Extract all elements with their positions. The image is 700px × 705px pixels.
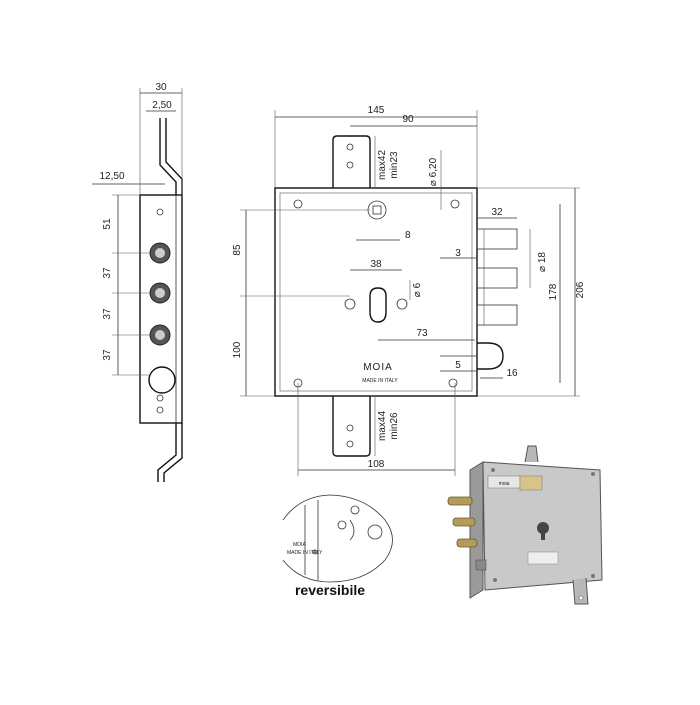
- dim-85: 85: [232, 244, 243, 256]
- dim-phi-6: ⌀ 6: [412, 282, 423, 297]
- dim-38: 38: [370, 259, 382, 270]
- side-view: 30 2,50 12,50 51 37 37 37: [92, 82, 183, 482]
- dim-square-8: 8: [405, 230, 411, 241]
- front-view: MOIA MADE IN ITALY 145 90 max42 min23 ⌀ …: [232, 105, 586, 476]
- dim-37-c: 37: [102, 349, 113, 361]
- made-in-label: MADE IN ITALY: [362, 378, 398, 384]
- screw-hole: [156, 406, 164, 414]
- corner-screw: [448, 378, 458, 388]
- cylinder-screw: [396, 298, 408, 310]
- detail-circle: [282, 494, 393, 583]
- dim-5: 5: [455, 360, 461, 371]
- dim-phi-18: ⌀ 18: [537, 252, 548, 272]
- screw-hole: [156, 208, 164, 216]
- dim-30: 30: [155, 82, 167, 93]
- photo-bolt: [452, 517, 476, 527]
- cylinder-hole: [369, 287, 387, 323]
- svg-text:MOIA: MOIA: [293, 542, 306, 548]
- dim-37-a: 37: [102, 267, 113, 279]
- brand-label: MOIA: [363, 362, 393, 373]
- svg-text:MADE IN ITALY: MADE IN ITALY: [287, 550, 323, 556]
- product-photo: moia: [447, 445, 603, 605]
- latch-hole: [148, 366, 176, 394]
- side-top-tab: [159, 118, 177, 195]
- dim-top-min: min23: [389, 151, 400, 179]
- dim-16: 16: [506, 368, 518, 379]
- dim-73: 73: [416, 328, 428, 339]
- dim-108: 108: [368, 459, 385, 470]
- screw-hole: [156, 394, 164, 402]
- dim-32: 32: [491, 207, 503, 218]
- dim-90: 90: [402, 114, 414, 125]
- dim-bottom-max: max44: [377, 411, 388, 441]
- dim-2-50: 2,50: [152, 100, 172, 111]
- dim-206: 206: [575, 281, 586, 298]
- spindle-hole: [367, 200, 387, 220]
- corner-screw: [293, 199, 303, 209]
- photo-faceplate: [469, 461, 484, 599]
- latch: [477, 342, 504, 370]
- bolt: [476, 304, 518, 326]
- dim-100: 100: [232, 341, 243, 358]
- photo-bolt: [456, 538, 478, 548]
- corner-screw: [450, 199, 460, 209]
- svg-text:moia: moia: [499, 481, 510, 487]
- reversible-detail: MOIA MADE IN ITALY reversibile: [282, 494, 393, 598]
- cylinder-screw: [344, 298, 356, 310]
- bolt: [476, 228, 518, 250]
- dim-178: 178: [548, 283, 559, 300]
- bolt-head: [149, 324, 171, 346]
- top-tab: [332, 135, 371, 188]
- bolt-head: [149, 242, 171, 264]
- dim-145: 145: [368, 105, 385, 116]
- reversible-caption: reversibile: [295, 582, 365, 598]
- bottom-tab: [332, 396, 371, 457]
- faceplate: [139, 194, 183, 424]
- bolt: [476, 267, 518, 289]
- side-bottom-tab: [157, 423, 177, 482]
- photo-bolt: [447, 496, 473, 506]
- dim-bottom-min: min26: [389, 412, 400, 440]
- dim-51: 51: [102, 218, 113, 230]
- lock-case: [274, 187, 478, 397]
- dim-phi-6-20: ⌀ 6,20: [428, 157, 439, 186]
- dim-37-b: 37: [102, 308, 113, 320]
- dim-3: 3: [455, 248, 461, 259]
- dim-top-max: max42: [377, 150, 388, 180]
- bolt-head: [149, 282, 171, 304]
- dim-12-50: 12,50: [99, 171, 124, 182]
